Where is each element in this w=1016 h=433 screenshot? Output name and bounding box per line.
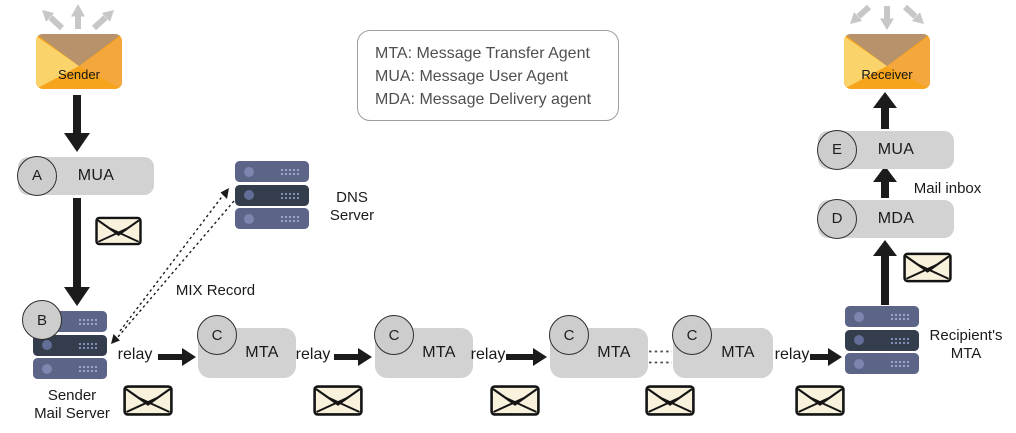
relay-label-4: relay — [774, 346, 810, 363]
message-envelope-icon — [95, 215, 142, 252]
arrow-rmta-to-mda — [873, 240, 897, 305]
receiver-broadcast-arrows-icon — [850, 4, 924, 30]
node-mta-3-label: MTA — [597, 344, 631, 361]
legend-box: MTA: Message Transfer Agent MUA: Message… — [357, 30, 619, 121]
legend-line-mda: MDA: Message Delivery agent — [375, 91, 592, 108]
node-mda: D MDA — [817, 198, 954, 239]
relay-label-2: relay — [295, 346, 331, 363]
node-mua-a-label: MUA — [77, 167, 115, 184]
badge-c2: C — [374, 315, 414, 355]
node-mua-e-label: MUA — [877, 141, 915, 158]
sender-envelope-icon: Sender — [36, 34, 122, 89]
legend-line-mta: MTA: Message Transfer Agent — [375, 45, 590, 62]
arrow-mua-to-mailserver — [64, 198, 90, 306]
recipients-mta-label: Recipient's MTA — [929, 327, 1003, 362]
sender-mail-server-label: Sender Mail Server — [34, 387, 110, 422]
badge-c1: C — [197, 315, 237, 355]
receiver-label: Receiver — [861, 67, 913, 82]
dns-query-arrow — [119, 188, 229, 332]
node-mda-label: MDA — [877, 210, 915, 227]
sender-label: Sender — [58, 67, 100, 82]
badge-c4: C — [672, 315, 712, 355]
message-envelope-icon — [490, 385, 540, 421]
message-envelope-icon — [795, 385, 845, 421]
receiver-envelope-icon: Receiver — [844, 34, 930, 89]
badge-c3: C — [549, 315, 589, 355]
relay-label-3: relay — [470, 346, 506, 363]
arrow-relay-2 — [334, 348, 372, 366]
message-envelope-icon — [313, 385, 363, 421]
arrow-mua-to-receiver — [873, 92, 897, 129]
arrow-mda-to-mua — [873, 166, 897, 198]
dotted-continuation — [649, 350, 672, 364]
node-mta-2-label: MTA — [422, 344, 456, 361]
arrow-relay-4 — [810, 348, 842, 366]
legend-line-mua: MUA: Message User Agent — [375, 68, 568, 85]
message-envelope-icon — [645, 385, 695, 421]
badge-e: E — [817, 129, 857, 170]
dns-server-icon — [235, 161, 309, 229]
relay-label-1: relay — [117, 346, 153, 363]
node-mta-3: C MTA — [549, 315, 648, 378]
badge-d: D — [817, 198, 857, 239]
arrow-sender-to-mua — [64, 95, 90, 152]
arrow-relay-3 — [506, 348, 547, 366]
node-mta-4-label: MTA — [721, 344, 755, 361]
arrow-relay-1 — [158, 348, 196, 366]
badge-b: B — [22, 300, 62, 340]
recipients-mta-icon — [845, 306, 919, 374]
node-mta-1-label: MTA — [245, 344, 279, 361]
mix-record-label: MIX Record — [175, 282, 256, 299]
node-mta-2: C MTA — [374, 315, 473, 378]
sender-broadcast-arrows-icon — [42, 4, 114, 31]
dns-server-label: DNS Server — [329, 189, 375, 224]
node-mua-a: A MUA — [17, 155, 154, 196]
message-envelope-icon — [903, 252, 952, 288]
badge-a: A — [17, 155, 57, 196]
message-envelope-icon — [123, 385, 173, 421]
mail-inbox-label: Mail inbox — [913, 180, 982, 197]
node-mta-1: C MTA — [197, 315, 296, 378]
node-mua-e: E MUA — [817, 129, 954, 170]
node-mta-4: C MTA — [672, 315, 773, 378]
